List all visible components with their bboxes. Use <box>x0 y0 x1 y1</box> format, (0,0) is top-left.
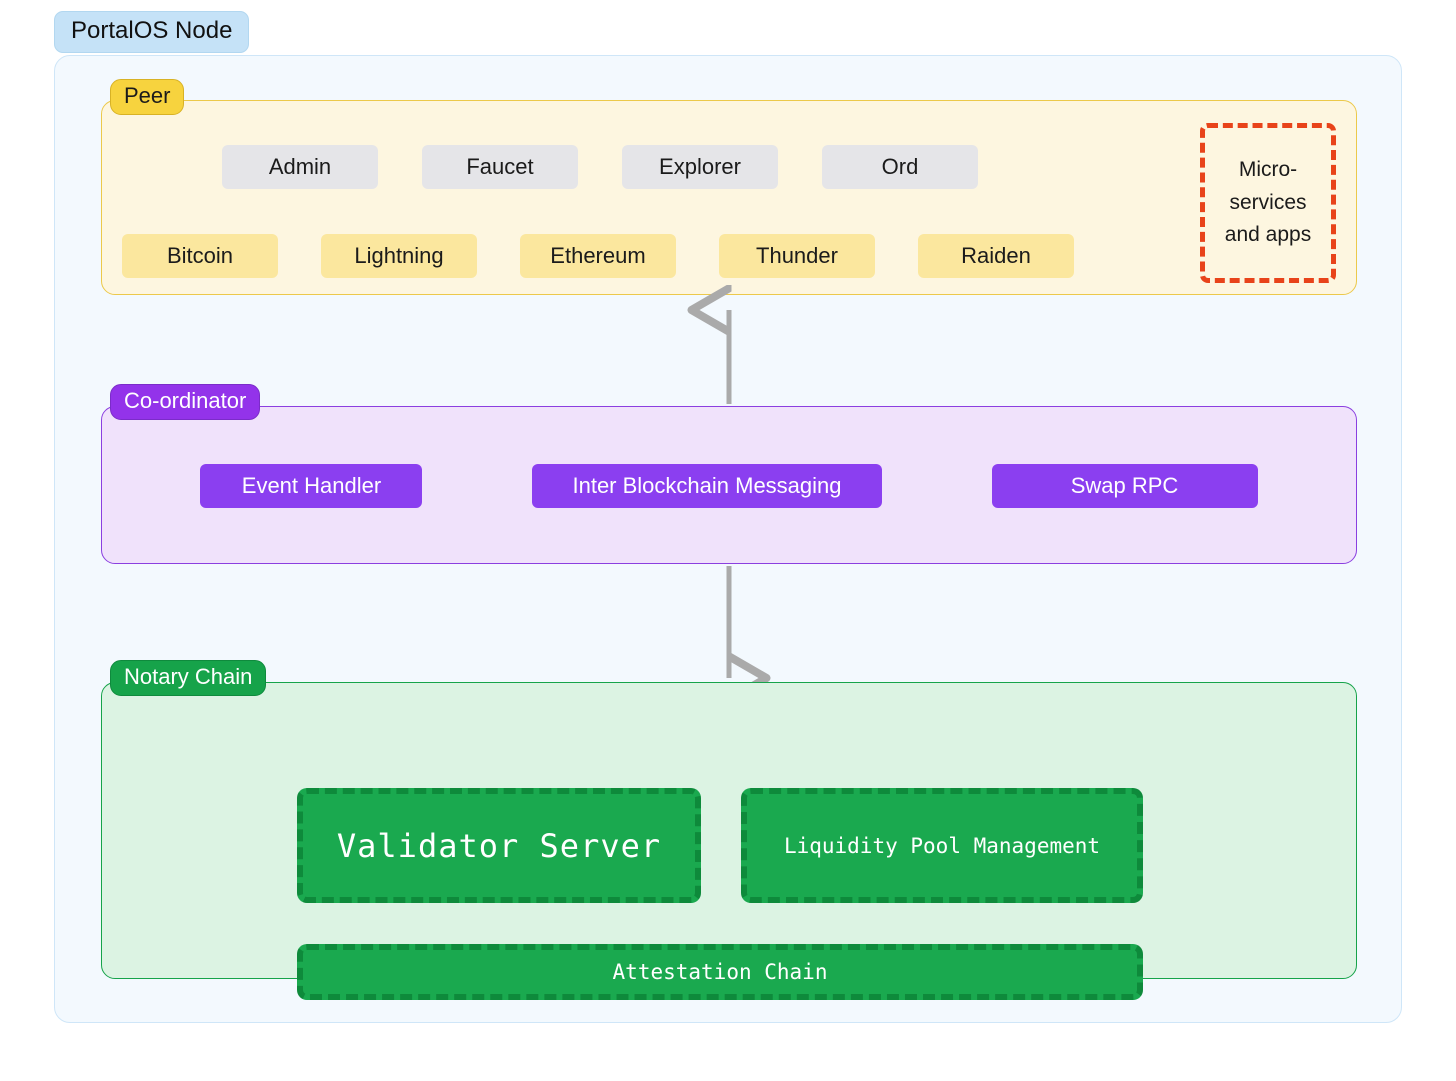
peer-chain-ethereum[interactable]: Ethereum <box>520 234 676 278</box>
microservices-line-3: and apps <box>1224 223 1312 247</box>
peer-chain-lightning[interactable]: Lightning <box>321 234 477 278</box>
notary-chain-layer: Notary Chain Validator Server Liquidity … <box>101 660 1357 1000</box>
microservices-line-1: Micro- <box>1238 158 1298 182</box>
peer-layer: Peer Admin Faucet Explorer Ord Bitcoin L… <box>101 79 1357 295</box>
coordinator-item-event-handler[interactable]: Event Handler <box>200 464 423 508</box>
peer-service-faucet[interactable]: Faucet <box>422 145 578 189</box>
coordinator-item-swap-rpc[interactable]: Swap RPC <box>991 464 1258 508</box>
page-title: PortalOS Node <box>54 11 250 53</box>
notary-block-validator-server[interactable]: Validator Server <box>297 788 701 903</box>
coordinator-layer: Co-ordinator Event Handler Inter Blockch… <box>101 384 1357 564</box>
notary-blocks-row: Validator Server Liquidity Pool Manageme… <box>297 788 1143 903</box>
notary-block-attestation-chain[interactable]: Attestation Chain <box>297 944 1143 1000</box>
peer-service-row: Admin Faucet Explorer Ord <box>222 145 978 189</box>
coordinator-layer-badge: Co-ordinator <box>110 384 261 420</box>
peer-layer-badge: Peer <box>110 79 185 115</box>
notary-chain-layer-badge: Notary Chain <box>110 660 267 696</box>
coordinator-item-inter-blockchain-messaging[interactable]: Inter Blockchain Messaging <box>532 464 882 508</box>
microservices-line-2: services <box>1229 190 1307 214</box>
notary-block-liquidity-pool-management[interactable]: Liquidity Pool Management <box>741 788 1143 903</box>
peer-chain-thunder[interactable]: Thunder <box>719 234 875 278</box>
peer-service-explorer[interactable]: Explorer <box>622 145 778 189</box>
peer-chain-bitcoin[interactable]: Bitcoin <box>122 234 278 278</box>
microservices-and-apps-box[interactable]: Micro- services and apps <box>1200 123 1336 283</box>
coordinator-items-row: Event Handler Inter Blockchain Messaging… <box>102 464 1356 508</box>
portalos-node-container: Peer Admin Faucet Explorer Ord Bitcoin L… <box>54 55 1402 1023</box>
peer-service-admin[interactable]: Admin <box>222 145 378 189</box>
peer-chain-row: Bitcoin Lightning Ethereum Thunder Raide… <box>122 234 1074 278</box>
peer-chain-raiden[interactable]: Raiden <box>918 234 1074 278</box>
peer-service-ord[interactable]: Ord <box>822 145 978 189</box>
